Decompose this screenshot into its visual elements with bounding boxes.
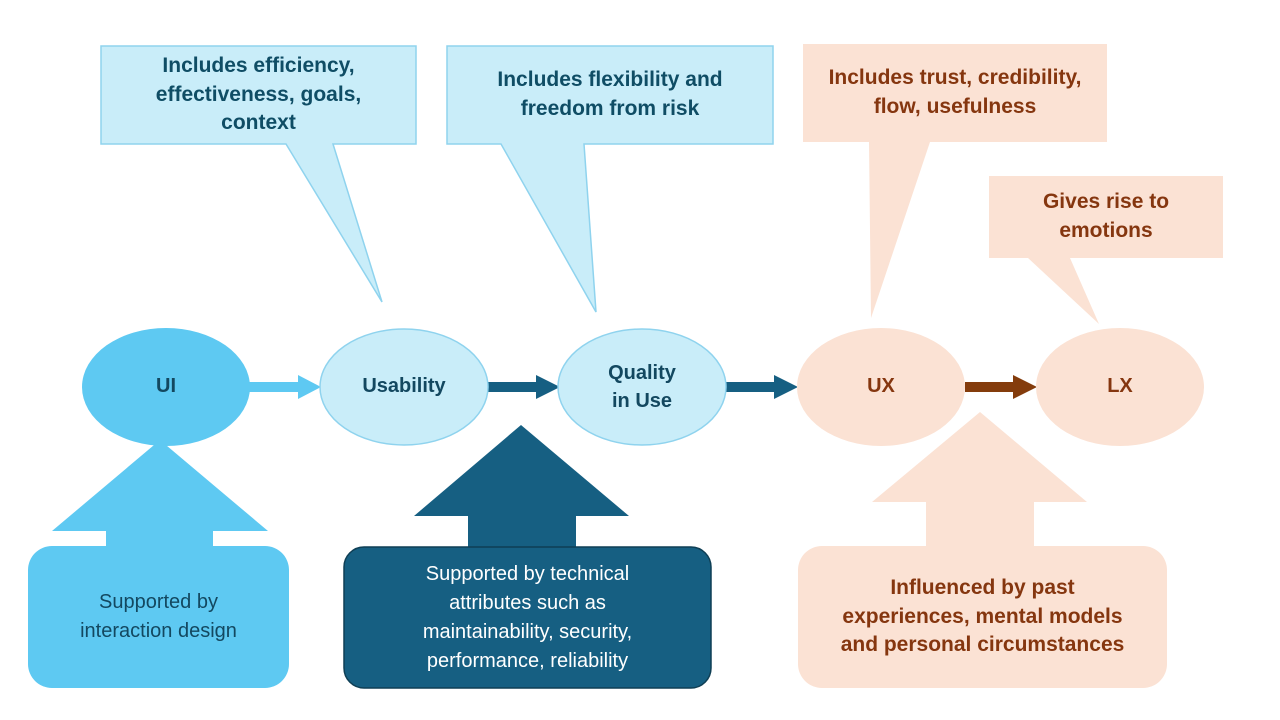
callout-usability-line2: effectiveness, goals, xyxy=(155,82,362,106)
callout-quality-shape xyxy=(446,45,774,313)
callout-lx-text: Gives rise to emotions xyxy=(989,178,1223,256)
support-quality-line1: Supported by technical xyxy=(425,562,630,585)
callout-ux-line2: flow, usefulness xyxy=(873,95,1037,118)
support-ux-line1: Influenced by past xyxy=(890,575,1075,599)
up-arrow-ui xyxy=(52,440,268,550)
node-usability-label: Usability xyxy=(362,375,446,398)
support-ux-text: Influenced by past experiences, mental m… xyxy=(798,546,1167,688)
support-ux-line2: experiences, mental models xyxy=(842,604,1123,628)
callout-ux-text: Includes trust, credibility, flow, usefu… xyxy=(803,46,1107,140)
node-quality-ellipse xyxy=(557,328,727,446)
support-ux-line3: and personal circumstances xyxy=(840,633,1125,657)
arrow-ux-to-lx xyxy=(965,375,1037,399)
callout-quality-line2: freedom from risk xyxy=(520,97,700,120)
support-quality-line2: attributes such as xyxy=(449,591,606,614)
callout-usability-line3: context xyxy=(221,111,296,135)
callout-lx-line1: Gives rise to xyxy=(1042,190,1170,214)
node-ui-label: UI xyxy=(156,375,176,398)
support-quality-line4: performance, reliability xyxy=(426,649,629,672)
node-lx-ellipse xyxy=(1036,328,1204,446)
support-box-quality xyxy=(343,546,712,689)
support-quality-text: Supported by technical attributes such a… xyxy=(344,547,711,688)
callout-usability-shape xyxy=(100,45,417,303)
callout-lx-line2: emotions xyxy=(1059,219,1153,242)
arrow-ui-to-usability xyxy=(249,375,321,399)
callout-quality-line1: Includes flexibility and xyxy=(497,68,723,92)
callout-ux-shape xyxy=(803,44,1107,318)
node-quality-line2: in Use xyxy=(611,390,673,412)
callout-quality-text: Includes flexibility and freedom from ri… xyxy=(447,48,773,142)
callout-usability-text: Includes efficiency, effectiveness, goal… xyxy=(101,48,416,142)
up-arrow-quality xyxy=(414,425,629,552)
arrow-usability-to-quality xyxy=(488,375,560,399)
node-lx-label: LX xyxy=(1107,375,1133,398)
node-ui-ellipse xyxy=(82,328,250,446)
node-quality-line1: Quality xyxy=(608,361,676,384)
callout-ux-line1: Includes trust, credibility, xyxy=(828,66,1082,90)
support-ui-text: Supported by interaction design xyxy=(28,546,289,688)
support-box-ui xyxy=(28,546,289,688)
support-ui-line1: Supported by xyxy=(99,591,218,613)
arrow-quality-to-ux xyxy=(726,375,798,399)
support-box-ux xyxy=(798,546,1167,688)
up-arrow-ux xyxy=(872,412,1087,550)
callout-usability-line1: Includes efficiency, xyxy=(162,53,355,77)
node-ux-label: UX xyxy=(867,375,895,398)
support-ui-line2: interaction design xyxy=(80,620,237,642)
node-usability-ellipse xyxy=(319,328,489,446)
node-ux-ellipse xyxy=(797,328,965,446)
support-quality-line3: maintainability, security, xyxy=(422,620,633,643)
node-quality-label: Quality in Use xyxy=(558,329,726,445)
callout-lx-shape xyxy=(989,176,1223,324)
